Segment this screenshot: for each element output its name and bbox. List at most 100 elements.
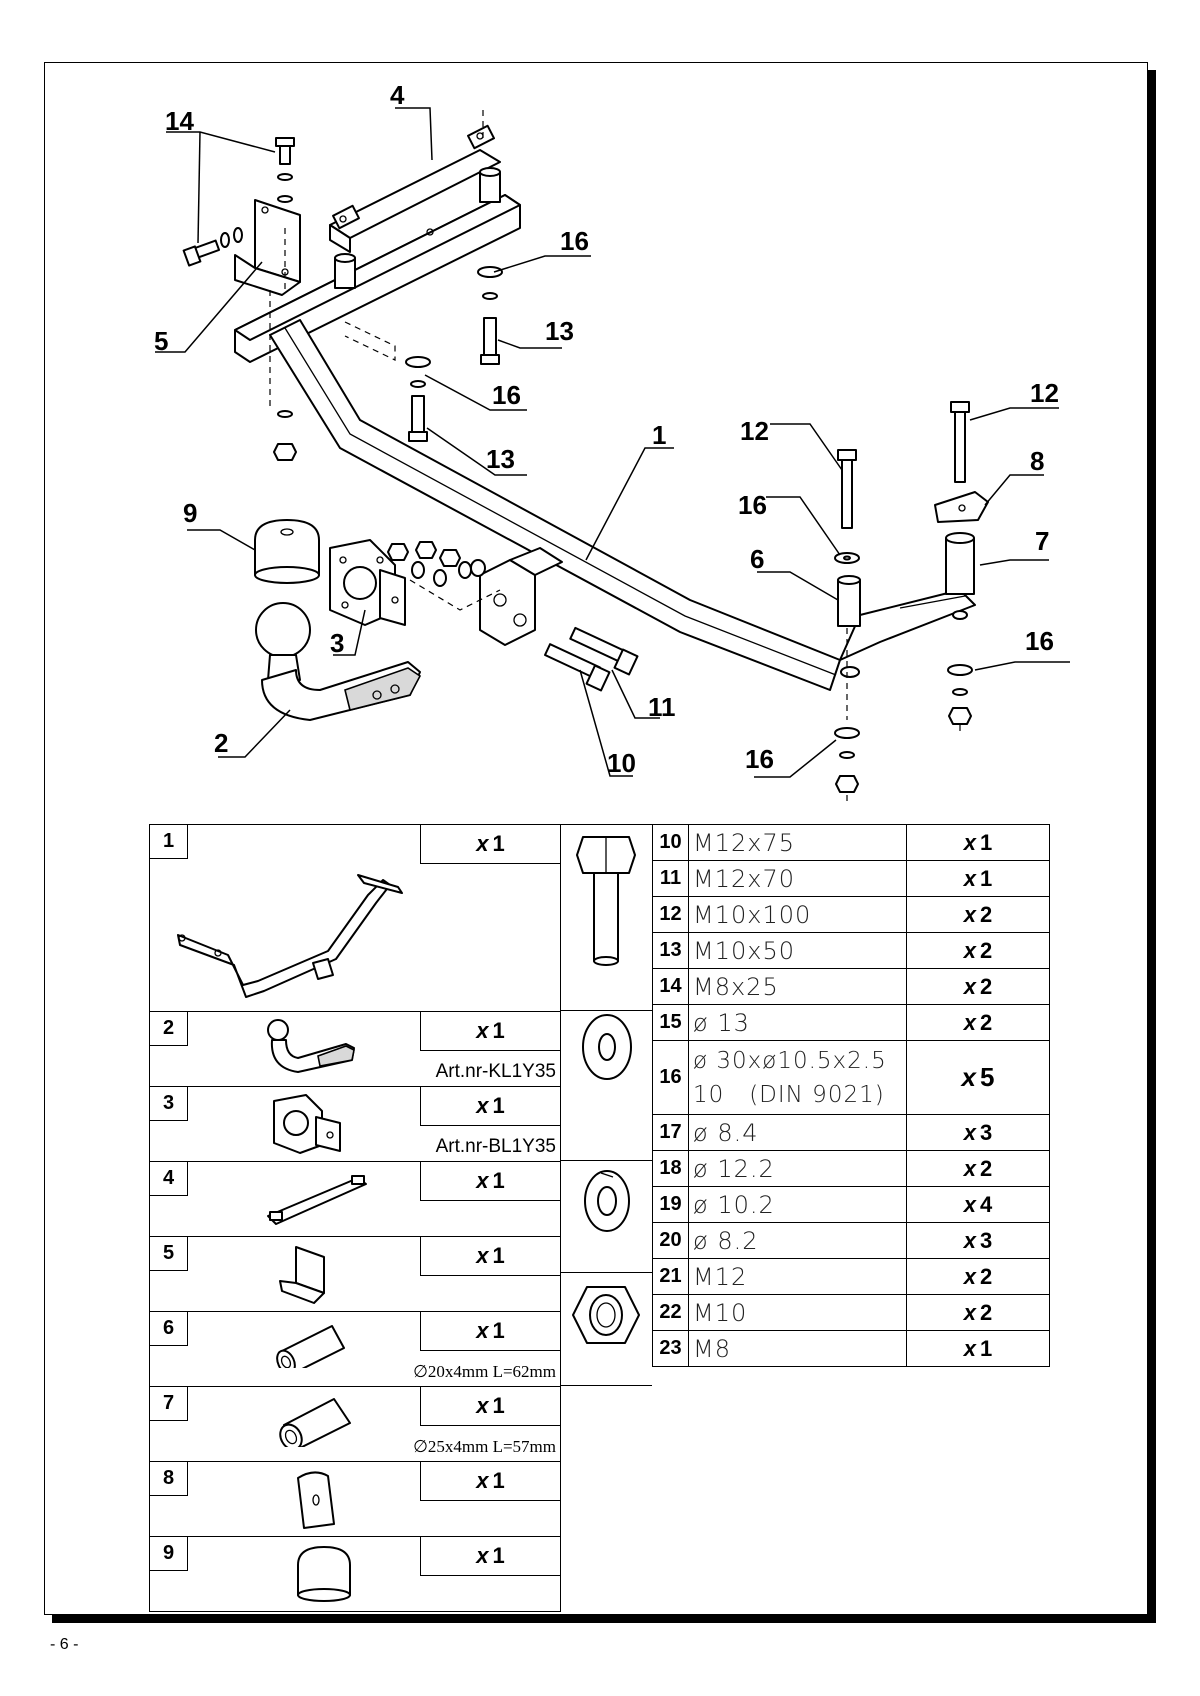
hardware-size: M12x70 bbox=[688, 860, 907, 897]
hardware-number: 22 bbox=[652, 1294, 689, 1331]
part-number: 2 bbox=[150, 1012, 188, 1046]
hardware-number: 16 bbox=[652, 1040, 689, 1115]
part-4-mounting-bar bbox=[329, 110, 501, 253]
callout-8: 8 bbox=[1030, 446, 1044, 476]
bolt-icon-cell bbox=[560, 824, 652, 1011]
nut-icon bbox=[572, 1286, 640, 1344]
part-10-11-bolts bbox=[543, 626, 639, 692]
part-7-8-spacer-plate bbox=[934, 401, 989, 735]
hardware-size: ø 12.2 bbox=[688, 1150, 907, 1187]
hardware-size: M10x100 bbox=[688, 896, 907, 933]
dimension-label: ∅25x4mm L=57mm bbox=[413, 1437, 556, 1456]
part-number: 1 bbox=[150, 825, 188, 859]
spacer-tube-large-icon bbox=[279, 1398, 351, 1447]
hardware-number: 10 bbox=[652, 824, 689, 861]
hardware-number: 21 bbox=[652, 1258, 689, 1295]
cross-beam-icon bbox=[177, 874, 403, 998]
callout-12-left: 12 bbox=[740, 416, 769, 446]
part-1-cross-beam bbox=[269, 319, 976, 691]
washer-icon bbox=[582, 1014, 632, 1080]
hardware-number: 11 bbox=[652, 860, 689, 897]
part-5-side-bracket bbox=[234, 199, 301, 410]
hardware-size: ø 8.4 bbox=[688, 1114, 907, 1151]
callout-9: 9 bbox=[183, 498, 197, 528]
nut-icon-cell bbox=[560, 1272, 652, 1386]
callout-11: 11 bbox=[648, 692, 676, 722]
hardware-size: ø 10.2 bbox=[688, 1186, 907, 1223]
callout-13-upper: 13 bbox=[545, 316, 574, 346]
part-number: 3 bbox=[150, 1087, 188, 1121]
hardware-number: 14 bbox=[652, 968, 689, 1005]
hardware-number: 17 bbox=[652, 1114, 689, 1151]
hardware-size: ø 13 bbox=[688, 1004, 907, 1041]
callout-12-right: 12 bbox=[1030, 378, 1059, 408]
callout-10: 10 bbox=[607, 748, 636, 778]
washer-icon-cell bbox=[560, 1010, 652, 1161]
hardware-size: M8x25 bbox=[688, 968, 907, 1005]
callout-4: 4 bbox=[390, 80, 405, 110]
hardware-size: M10 bbox=[688, 1294, 907, 1331]
callout-16-right-low: 16 bbox=[1025, 626, 1054, 656]
leader-lines bbox=[155, 107, 1070, 778]
page-number: - 6 - bbox=[50, 1636, 79, 1653]
article-number: Art.nr-BL1Y35 bbox=[435, 1136, 556, 1157]
callout-16-upper: 16 bbox=[560, 226, 589, 256]
tow-ball-icon bbox=[267, 1019, 355, 1073]
article-number: Art.nr-KL1Y35 bbox=[435, 1061, 556, 1082]
socket-plate-icon bbox=[273, 1094, 341, 1154]
hardware-number: 23 bbox=[652, 1330, 689, 1367]
mounting-bar-icon bbox=[267, 1175, 367, 1225]
callout-labels: 14 4 5 16 13 16 13 1 12 12 8 16 7 6 16 1… bbox=[154, 80, 1059, 778]
part-number: 7 bbox=[150, 1387, 188, 1421]
hardware-size: M12x75 bbox=[688, 824, 907, 861]
spacer-plate-icon bbox=[297, 1471, 335, 1529]
callout-16-middle: 16 bbox=[492, 380, 521, 410]
ball-cover-icon bbox=[297, 1546, 351, 1602]
callout-6: 6 bbox=[750, 544, 764, 574]
callout-16-right-mid: 16 bbox=[738, 490, 767, 520]
part-14-bolts bbox=[182, 137, 297, 461]
callout-13-middle: 13 bbox=[486, 444, 515, 474]
dimension-label: ∅20x4mm L=62mm bbox=[413, 1362, 556, 1381]
part-number: 8 bbox=[150, 1462, 188, 1496]
hardware-number: 18 bbox=[652, 1150, 689, 1187]
hardware-number: 15 bbox=[652, 1004, 689, 1041]
exploded-assembly-drawing: 14 4 5 16 13 16 13 1 12 12 8 16 7 6 16 1… bbox=[154, 80, 1070, 805]
hardware-size: M10x50 bbox=[688, 932, 907, 969]
part-number: 9 bbox=[150, 1537, 188, 1571]
callout-1: 1 bbox=[652, 420, 666, 450]
hardware-number: 13 bbox=[652, 932, 689, 969]
